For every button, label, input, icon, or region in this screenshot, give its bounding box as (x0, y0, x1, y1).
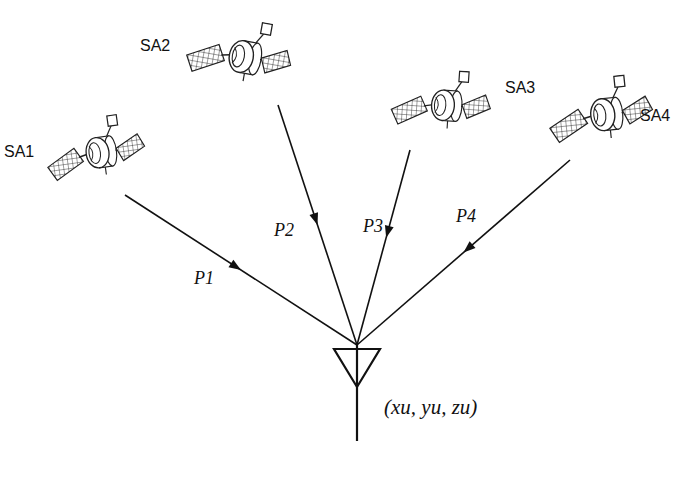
satellite-label: SA4 (640, 107, 670, 125)
satellite-icon (40, 117, 150, 193)
satellite-body (390, 67, 493, 132)
satellite-node: SA3 (380, 65, 550, 150)
satellite-shape (390, 67, 493, 132)
range-label: P4 (455, 206, 477, 227)
satellite-body (42, 111, 148, 182)
satellite-body (184, 11, 297, 89)
satellite-body (545, 73, 655, 145)
satellite-label: SA1 (4, 143, 34, 161)
range-label: P1 (193, 268, 215, 289)
receiver-antenna-node: (xu, yu, zu) (320, 345, 520, 445)
satellite-node: SA4 (545, 75, 680, 160)
satellite-label: SA3 (505, 79, 535, 97)
arrow-head (228, 260, 241, 270)
satellite-shape (184, 11, 297, 89)
antenna-stem (356, 345, 358, 441)
satellite-node: SA1 (0, 115, 160, 195)
arrow-head (309, 212, 318, 225)
signal-path (125, 195, 357, 345)
signal-line (125, 195, 357, 345)
coordinate-label: (xu, yu, zu) (384, 395, 477, 420)
range-label: P3 (362, 216, 384, 237)
signal-line (357, 150, 410, 345)
range-label: P2 (273, 220, 295, 241)
signal-path (357, 160, 570, 345)
satellite-shape (545, 73, 655, 145)
satellite-node: SA2 (135, 15, 295, 105)
arrow-head (385, 225, 394, 238)
satellite-shape (42, 111, 148, 182)
satellite-icon (183, 17, 293, 99)
satellite-icon (545, 77, 655, 157)
arrow-head (464, 241, 476, 252)
satellite-label: SA2 (140, 37, 170, 55)
signal-path (357, 150, 410, 345)
satellite-icon (385, 69, 495, 145)
signal-line (357, 160, 570, 345)
